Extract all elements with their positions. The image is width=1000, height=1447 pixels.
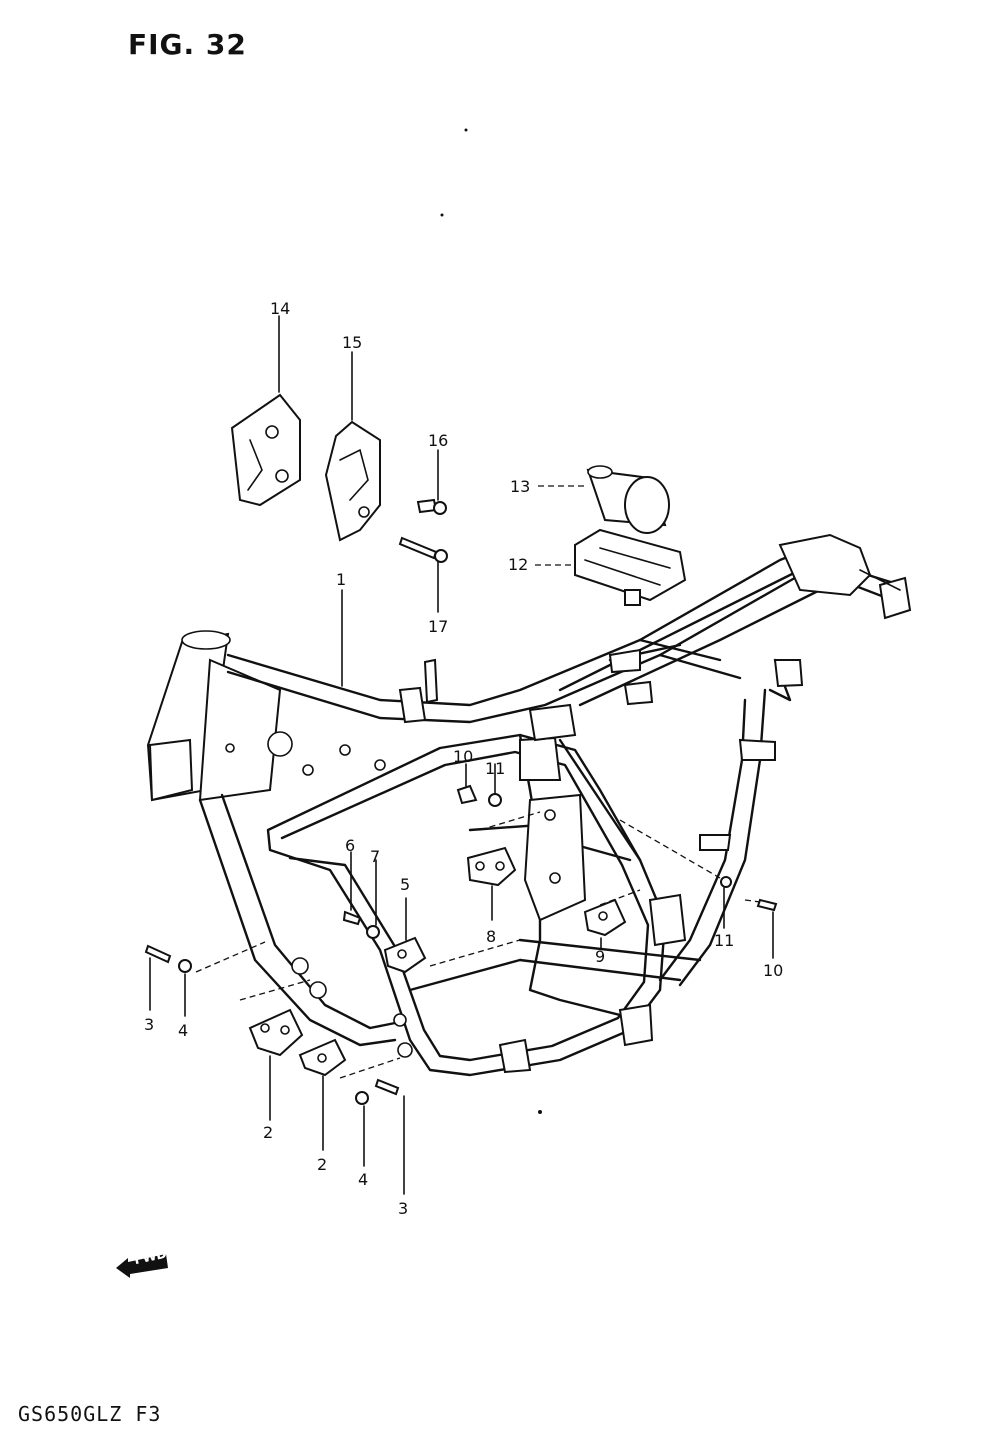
part-label-3: 3 (144, 1015, 154, 1034)
part-label-12: 12 (508, 555, 528, 574)
part-label-7: 7 (370, 847, 380, 866)
part-label-2: 2 (317, 1155, 327, 1174)
component-12 (574, 528, 687, 606)
part-label-2: 2 (263, 1123, 273, 1142)
part-label-3: 3 (398, 1199, 408, 1218)
part-label-15: 15 (342, 333, 362, 352)
part-label-8: 8 (486, 927, 496, 946)
forward-arrow-icon (114, 1248, 170, 1278)
part-label-10: 10 (453, 747, 473, 766)
bolt-17 (398, 536, 438, 560)
part-label-17: 17 (428, 617, 448, 636)
part-label-6: 6 (345, 836, 355, 855)
side-cover-14 (230, 393, 301, 507)
frame-body (146, 533, 912, 1077)
part-label-13: 13 (510, 477, 530, 496)
model-code: GS650GLZ F3 (18, 1402, 162, 1426)
part-label-4: 4 (358, 1170, 368, 1189)
leader-lines (149, 315, 774, 1195)
part-label-1: 1 (336, 570, 346, 589)
part-label-11: 11 (714, 931, 734, 950)
component-13 (586, 465, 670, 534)
part-label-5: 5 (400, 875, 410, 894)
part-label-14: 14 (270, 299, 290, 318)
part-label-10: 10 (763, 961, 783, 980)
part-label-11: 11 (485, 759, 505, 778)
part-label-4: 4 (178, 1021, 188, 1040)
engine-bracket-8 (466, 846, 517, 887)
side-cover-15 (324, 420, 381, 542)
part-label-16: 16 (428, 431, 448, 450)
engine-bracket-2a (248, 1008, 304, 1057)
part-label-9: 9 (595, 947, 605, 966)
figure-title: FIG. 32 (128, 28, 247, 61)
